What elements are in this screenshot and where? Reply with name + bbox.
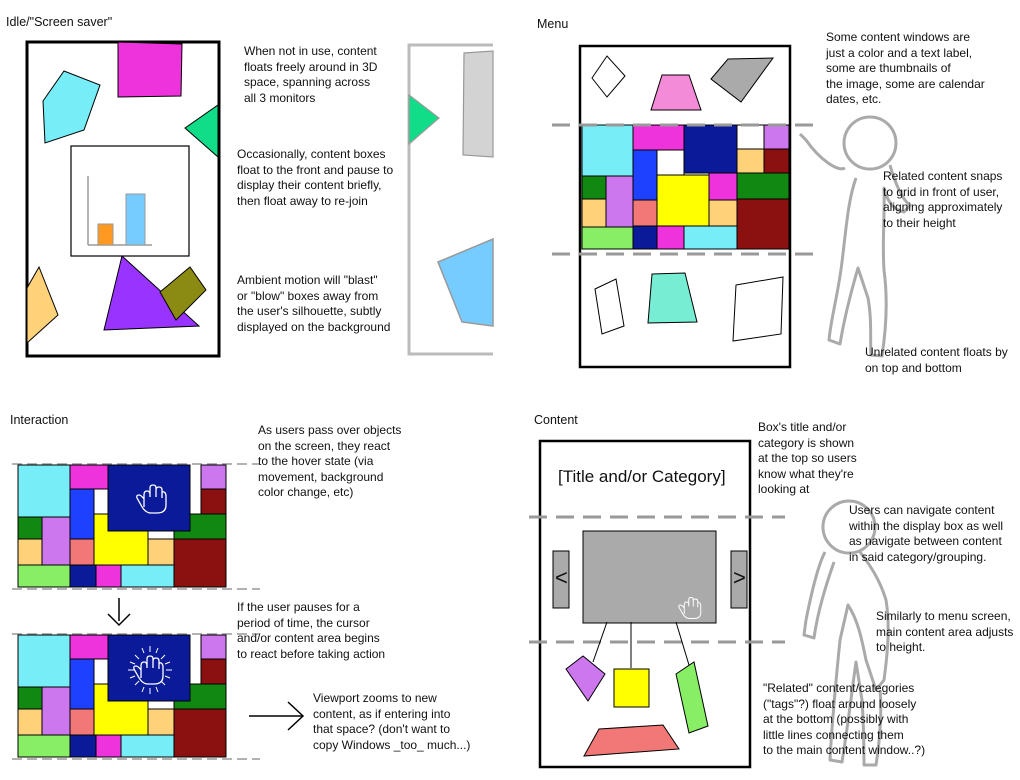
interaction-panel-title: Interaction <box>10 413 69 427</box>
grid-tile <box>736 198 790 250</box>
menu-snap-grid <box>581 124 790 250</box>
grid-tile <box>736 172 790 200</box>
down-arrow-head <box>107 613 131 627</box>
next-button[interactable] <box>730 550 748 609</box>
paused-tile <box>107 634 191 702</box>
content-note-title: Box's title and/or category is shown at … <box>758 420 857 496</box>
grid-tile <box>708 172 738 201</box>
idle-floating-box-faded <box>437 237 494 327</box>
related-tag-box <box>583 724 680 757</box>
grid-tile <box>581 198 607 228</box>
menu-panel <box>552 44 912 369</box>
idle-floating-box <box>117 41 183 98</box>
content-box-title: [Title and/or Category] <box>558 467 726 486</box>
hovered-tile <box>107 464 191 532</box>
grid-tile <box>656 149 685 176</box>
interaction-note-pause: If the user pauses for a period of time,… <box>237 600 386 661</box>
previous-button[interactable] <box>552 550 570 609</box>
related-tag-box <box>565 655 606 702</box>
interaction-note-hover: As users pass over objects on the screen… <box>258 423 402 499</box>
idle-floating-box <box>184 104 219 159</box>
idle-floating-box <box>26 265 59 345</box>
idle-note-front: Occasionally, content boxes float to the… <box>237 147 394 208</box>
grid-tile <box>736 124 765 150</box>
menu-floating-box <box>732 276 784 342</box>
grid-tile <box>736 148 765 174</box>
mini-chart-bar <box>97 223 114 246</box>
menu-note-windows: Some content windows are just a color an… <box>826 30 985 106</box>
idle-panel-title: Idle/"Screen saver" <box>6 15 113 29</box>
grid-tile <box>708 199 738 227</box>
menu-floating-box <box>591 55 626 98</box>
content-panel <box>529 439 890 769</box>
grid-tile <box>763 124 790 150</box>
grid-tile <box>656 174 710 227</box>
grid-tile <box>632 124 685 151</box>
right-arrow-head <box>287 701 305 731</box>
grid-tile <box>632 199 658 227</box>
menu-panel-title: Menu <box>537 17 569 31</box>
menu-floating-box <box>710 57 774 103</box>
idle-floating-box-faded <box>462 50 494 158</box>
related-tag-box <box>613 668 650 708</box>
interaction-panel <box>12 463 305 760</box>
idle-floating-box <box>159 266 207 321</box>
grid-tile <box>581 226 634 250</box>
idle-panel <box>25 40 494 358</box>
grid-tile <box>581 175 607 200</box>
content-note-navigate: Users can navigate content within the di… <box>849 503 1004 564</box>
grid-tile <box>683 124 738 174</box>
menu-note-snap: Related content snaps to grid in front o… <box>883 169 1003 230</box>
previous-chevron-icon[interactable]: < <box>555 565 568 590</box>
content-panel-title: Content <box>534 413 578 427</box>
interaction-grid-pause <box>17 634 227 758</box>
grid-tile <box>763 148 790 174</box>
interaction-grid-hover <box>17 464 227 588</box>
user-silhouette <box>802 499 890 767</box>
idle-note-ambient: Ambient motion will "blast" or "blow" bo… <box>237 273 391 334</box>
grid-tile <box>581 124 634 177</box>
tag-connectors <box>592 621 690 668</box>
next-chevron-icon[interactable]: > <box>733 565 746 590</box>
grid-tile <box>683 225 738 250</box>
idle-floating-box-faded <box>408 93 440 146</box>
interaction-note-zoom: Viewport zooms to new content, as if ent… <box>313 691 471 752</box>
menu-floating-box <box>650 74 702 111</box>
grid-tile <box>605 175 634 228</box>
related-tag-box <box>675 661 709 734</box>
grid-tile <box>632 149 658 201</box>
user-silhouette <box>798 115 912 358</box>
menu-floating-box <box>647 272 698 324</box>
pause-burst-icon <box>128 646 172 694</box>
menu-floating-box <box>594 278 625 335</box>
idle-note-float: When not in use, content floats freely a… <box>244 44 378 105</box>
grid-tile <box>632 225 658 250</box>
idle-floating-box <box>42 70 101 144</box>
mini-chart-bar <box>125 193 146 246</box>
grid-tile <box>656 225 685 250</box>
content-note-tags: "Related" content/categories ("tags"?) f… <box>763 681 926 757</box>
main-content-window <box>582 530 717 624</box>
menu-note-unrelated: Unrelated content floats by on top and b… <box>865 345 1008 375</box>
content-note-height: Similarly to menu screen, main content a… <box>876 609 1014 654</box>
